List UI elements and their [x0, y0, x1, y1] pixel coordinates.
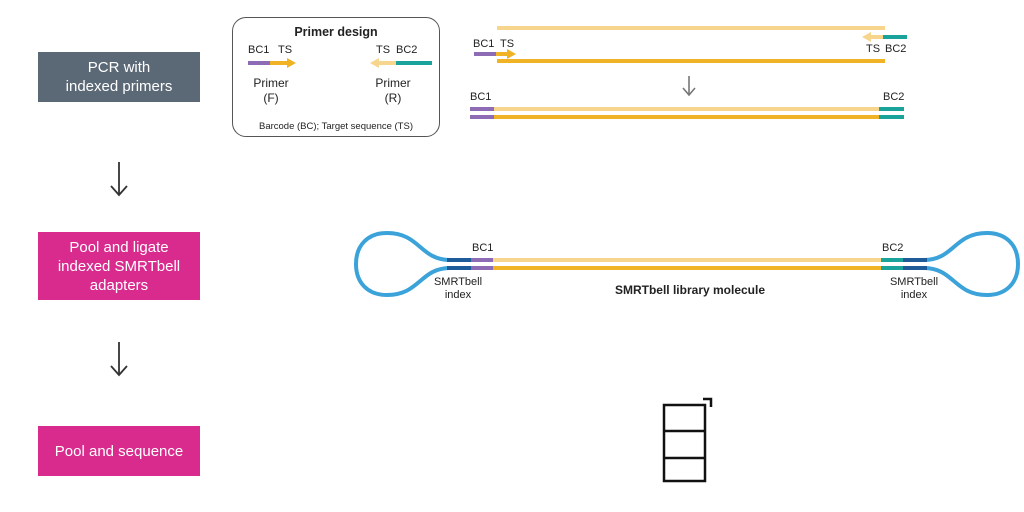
pcr-template [497, 26, 885, 63]
forward-primer [248, 58, 296, 68]
smrtbell-bc1-label: BC1 [472, 242, 494, 254]
pcr-product [470, 107, 904, 119]
arrow-down-icon [110, 342, 128, 377]
reverse-primer [370, 58, 432, 68]
smrtbell-index-right-label: SMRTbell index [889, 276, 939, 301]
primer-forward-label: Primer (F) [253, 76, 289, 105]
pcr-forward-primer [474, 49, 516, 59]
pcr-reverse-primer [862, 32, 907, 42]
step-pcr: PCR with indexed primers [38, 52, 200, 102]
primer-reverse-label: Primer (R) [375, 76, 411, 105]
smrtbell-index-left-label: SMRTbell index [433, 276, 483, 301]
primer-design-title: Primer design [294, 25, 378, 39]
smrtbell-caption: SMRTbell library molecule [614, 283, 766, 297]
primer-design-footer: Barcode (BC); Target sequence (TS) [258, 121, 413, 132]
pcr-ts-left-label: TS [500, 38, 515, 50]
smrtbell-bc2-label: BC2 [882, 242, 904, 254]
step-ligate: Pool and ligate indexed SMRTbell adapter… [38, 232, 200, 300]
product-bc1-label: BC1 [470, 91, 492, 103]
smrtbell-molecule [353, 230, 1021, 298]
sequencer-icon [662, 397, 713, 483]
ts-forward-label: TS [278, 44, 293, 56]
bc2-label: BC2 [396, 44, 418, 56]
step-sequence: Pool and sequence [38, 426, 200, 476]
arrow-down-icon [110, 162, 128, 197]
pcr-bc1-label: BC1 [473, 38, 495, 50]
bc1-label: BC1 [248, 44, 270, 56]
product-bc2-label: BC2 [883, 91, 905, 103]
primer-design-box: Primer design BC1 TS TS BC2 Primer (F) P… [232, 17, 440, 137]
arrow-down-icon [682, 76, 696, 97]
pcr-bc2-label: BC2 [885, 43, 907, 55]
ts-reverse-label: TS [376, 44, 391, 56]
pcr-ts-right-label: TS [866, 43, 881, 55]
